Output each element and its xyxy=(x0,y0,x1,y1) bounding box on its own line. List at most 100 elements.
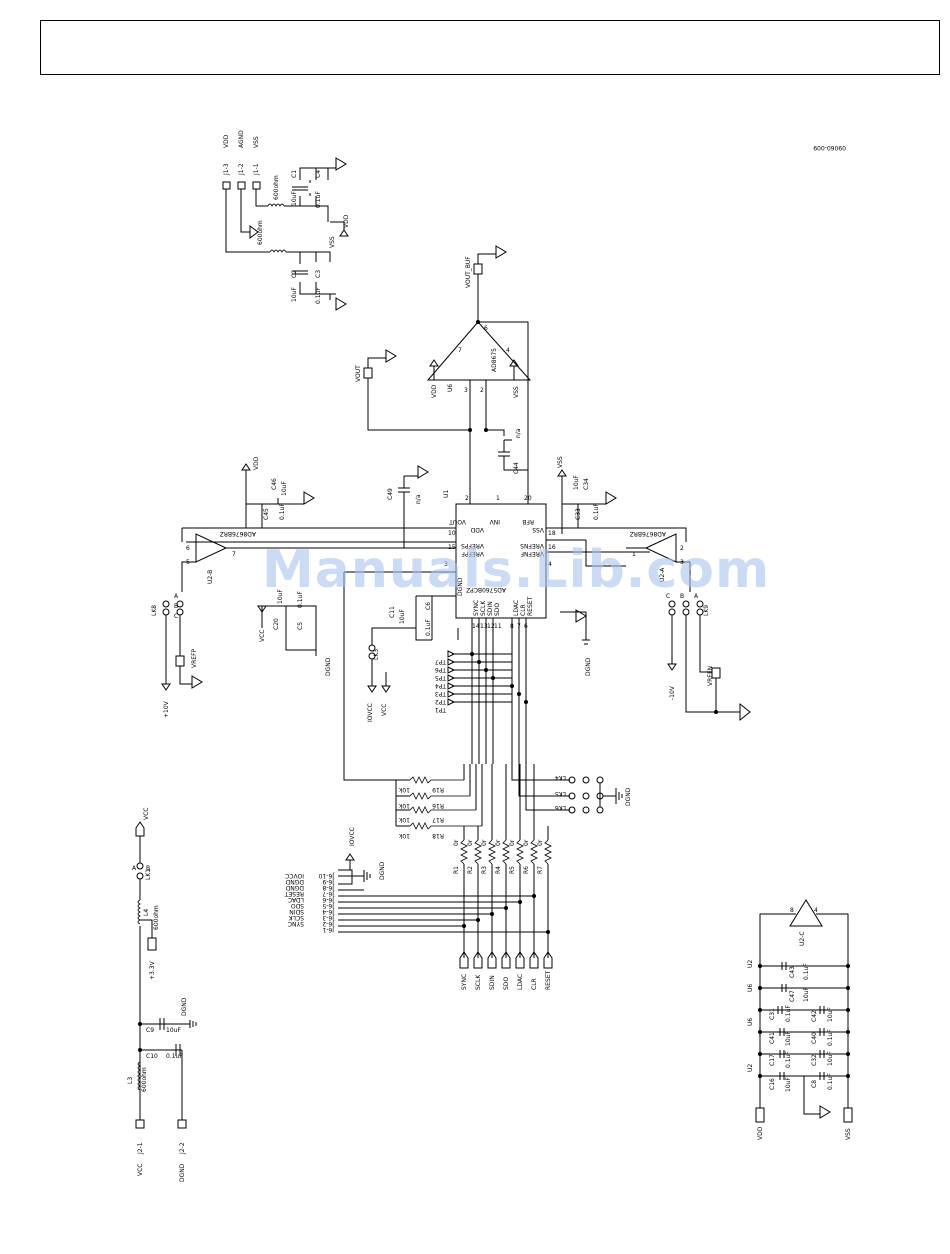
j2-2-label: J2-2 xyxy=(179,1142,186,1155)
c32-value: 10uF xyxy=(827,1051,834,1066)
dac-pinnum-10: 10 xyxy=(448,530,456,537)
row-u2-bottom: U2 xyxy=(747,1064,754,1072)
vrefp-label: VREFP xyxy=(191,648,198,668)
u6-pin-3: 3 xyxy=(464,387,468,394)
c45-value: 0.1uF xyxy=(279,503,286,520)
dac-pin-vrefns: VREFNS xyxy=(520,542,544,549)
u2b-pin-6: 6 xyxy=(186,545,190,552)
tp1-label: TP1 xyxy=(435,706,447,713)
lk1-pin-a: A xyxy=(132,865,137,872)
u2b-opamp-triangle xyxy=(195,533,228,563)
r18-label: R18 xyxy=(432,832,444,839)
c49-value: n/a xyxy=(415,494,422,504)
dac-pin-vss: VSS xyxy=(532,526,544,533)
tp6-label: TP6 xyxy=(435,666,447,673)
c6-value: 0.1uF xyxy=(425,619,432,636)
c17-name: C17 xyxy=(769,1054,776,1066)
dac-u1: U1 AD5760BCPZ VOUT INV RFB VDD VREFPS VR… xyxy=(181,490,687,764)
vss-flag-label: VSS xyxy=(329,236,336,248)
j6-net-ldac: LDAC xyxy=(288,896,304,903)
vcc-supply: VCC LK1 A B L4 600ohm +3.3V C9 10uF C10 … xyxy=(127,808,197,1182)
j6-7-label: J6-7 xyxy=(322,890,335,897)
vcc-top-flag xyxy=(135,821,145,846)
lk9-pin-b: B xyxy=(680,593,684,600)
ldac-flag-label: LDAC xyxy=(517,974,524,990)
r7-label: R7 xyxy=(537,866,544,874)
c43-value: 0.1uF xyxy=(803,963,810,980)
u6-vss-flag xyxy=(509,359,519,380)
j6-net-sdin: SDIN xyxy=(289,908,304,915)
c20-name: C20 xyxy=(273,618,280,630)
dac-pin-inv: INV xyxy=(489,518,500,525)
lk4-label: LK4 xyxy=(555,774,566,781)
row-u6-b: U6 xyxy=(747,1018,754,1026)
l3-value: 600ohm xyxy=(141,1067,148,1092)
r3-value: 0r xyxy=(481,839,488,846)
dac-vdd-label: VDD xyxy=(253,456,260,470)
c11-value: 10uF xyxy=(399,609,406,624)
c5-name: C5 xyxy=(297,622,304,630)
c10-value: 0.1uF xyxy=(166,1053,183,1060)
vcc-top-label: VCC xyxy=(143,808,150,820)
row-u2-top: U2 xyxy=(747,960,754,968)
c32-name: C32 xyxy=(811,1054,818,1066)
r4-label: R4 xyxy=(495,866,502,874)
j1-2-pad xyxy=(237,181,246,190)
c31-name: C31 xyxy=(769,1008,776,1020)
j6-net-sclk: SCLK xyxy=(288,914,304,921)
r2-value: 0r xyxy=(467,839,474,846)
lk9-label: LK9 xyxy=(703,605,710,616)
tp3-label: TP3 xyxy=(435,690,447,697)
dac-pinnum-18: 18 xyxy=(548,530,556,537)
j6-2-label: J6-2 xyxy=(322,920,335,927)
c33-value: 0.1uF xyxy=(593,503,600,520)
ferrite-top xyxy=(267,203,285,207)
dac-vss-label: VSS xyxy=(557,456,564,468)
j6-4-label: J6-4 xyxy=(322,908,335,915)
c40-value: 0.1uF xyxy=(827,1029,834,1046)
lk8-pin-b: B xyxy=(174,603,178,610)
test-points: TP7 TP6 TP5 TP4 TP3 TP2 TP1 xyxy=(435,650,528,713)
c40-name: C40 xyxy=(811,1032,818,1044)
dac-pinnum-16: 16 xyxy=(548,544,556,551)
r5-label: R5 xyxy=(509,866,516,874)
u2c-pin-4: 4 xyxy=(814,907,818,914)
c49-name: C49 xyxy=(387,488,394,500)
l3-label: L3 xyxy=(127,1077,134,1084)
vout-pad xyxy=(363,367,373,379)
j6-net-dgnd2: DGND xyxy=(285,884,304,891)
r6-value: 0r xyxy=(523,839,530,846)
dac-pin-sdo: SDO xyxy=(494,603,501,616)
dac-pin-vout: VOUT xyxy=(449,518,466,525)
dac-pinnum-4: 4 xyxy=(548,561,552,568)
vcc-label-dac: VCC xyxy=(259,630,266,642)
u6-pin-2: 2 xyxy=(480,387,484,394)
ref-buffer-p: U2-B AD8676BRZ 6 5 7 LK8 A B C +10V VREF… xyxy=(151,530,404,718)
lk1-label: LK1 xyxy=(145,869,152,880)
c42-name: C42 xyxy=(811,1010,818,1022)
ferrite-bottom xyxy=(269,249,287,253)
c16-name: C16 xyxy=(769,1078,776,1090)
agnd-triangle-top xyxy=(328,157,347,171)
u2a-ref: U2-A xyxy=(659,567,666,582)
dac-ref: U1 xyxy=(443,490,450,498)
dac-pinnum-14: 14 xyxy=(472,623,480,630)
c1-name: C1 xyxy=(291,170,298,178)
c44-value: n/a xyxy=(515,428,522,438)
c43-name: C43 xyxy=(789,966,796,978)
c2-name: C2 xyxy=(291,270,298,278)
r1-value: 0r xyxy=(453,839,460,846)
agnd-triangle xyxy=(249,225,259,239)
u2a-opamp-triangle xyxy=(644,533,677,563)
c20-value: 10uF xyxy=(277,589,284,604)
j1-1-pad xyxy=(252,181,261,190)
u2a-part: AD8676BRZ xyxy=(630,530,666,537)
iovcc-label-dac: IOVCC xyxy=(367,703,374,722)
u2c-ref: U2-C xyxy=(799,931,806,946)
dgnd-label-vcc: DGND xyxy=(181,997,188,1016)
u2b-ref: U2-B xyxy=(207,570,214,584)
lk9-pin-a: A xyxy=(694,593,699,600)
tp4-label: TP4 xyxy=(435,682,447,689)
dac-pin-sdin: SDIN xyxy=(487,601,494,616)
u6-pin-7: 7 xyxy=(458,347,462,354)
